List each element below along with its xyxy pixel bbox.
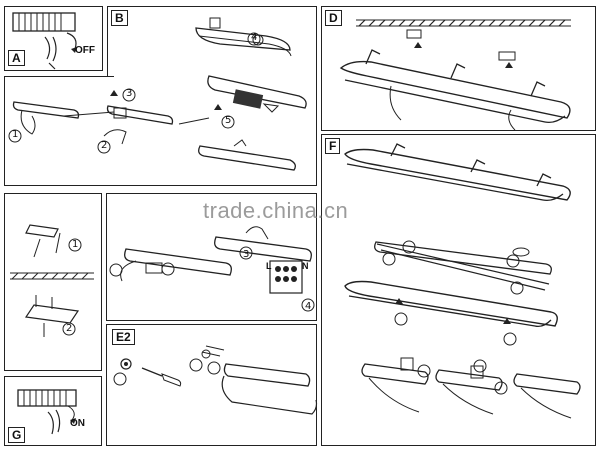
watermark: trade.china.cn bbox=[203, 198, 349, 223]
switch-off-illustration bbox=[12, 12, 77, 70]
step-4-label: 4 bbox=[251, 32, 258, 43]
step-2-left-label: 2 bbox=[66, 323, 73, 334]
step-1-left-label: 1 bbox=[72, 239, 79, 250]
step-5-label: 5 bbox=[225, 115, 232, 126]
panel-left-mid bbox=[4, 193, 102, 371]
off-label: OFF bbox=[75, 45, 95, 56]
panel-d-tag: D bbox=[325, 10, 342, 26]
panel-e2-illustration bbox=[113, 345, 318, 415]
line-label: L bbox=[266, 261, 272, 271]
panel-d-illustration bbox=[339, 19, 571, 131]
panel-wiring-illustration bbox=[109, 226, 315, 312]
panel-e2 bbox=[106, 324, 317, 446]
panel-a: A OFF bbox=[4, 6, 103, 71]
panel-b-left bbox=[4, 76, 114, 186]
on-label: ON bbox=[70, 418, 85, 429]
panel-b-illustration bbox=[8, 17, 307, 171]
panel-f-tag: F bbox=[325, 138, 341, 154]
switch-on-illustration bbox=[17, 389, 77, 435]
panel-a-tag: A bbox=[8, 50, 25, 66]
panel-left-mid-illustration bbox=[10, 224, 94, 337]
panel-g-tag: G bbox=[8, 427, 26, 443]
step-3-label: 3 bbox=[126, 88, 133, 99]
step-1-label: 1 bbox=[12, 129, 19, 140]
step-3-wiring-label: 3 bbox=[243, 249, 250, 260]
step-2-label: 2 bbox=[101, 140, 108, 151]
panel-b-tag: B bbox=[111, 10, 128, 26]
panel-e2-tag: E2 bbox=[112, 329, 135, 345]
step-4-wiring-label: 4 bbox=[305, 301, 312, 312]
panel-f-illustration bbox=[344, 143, 581, 419]
neutral-label: N bbox=[302, 261, 309, 271]
